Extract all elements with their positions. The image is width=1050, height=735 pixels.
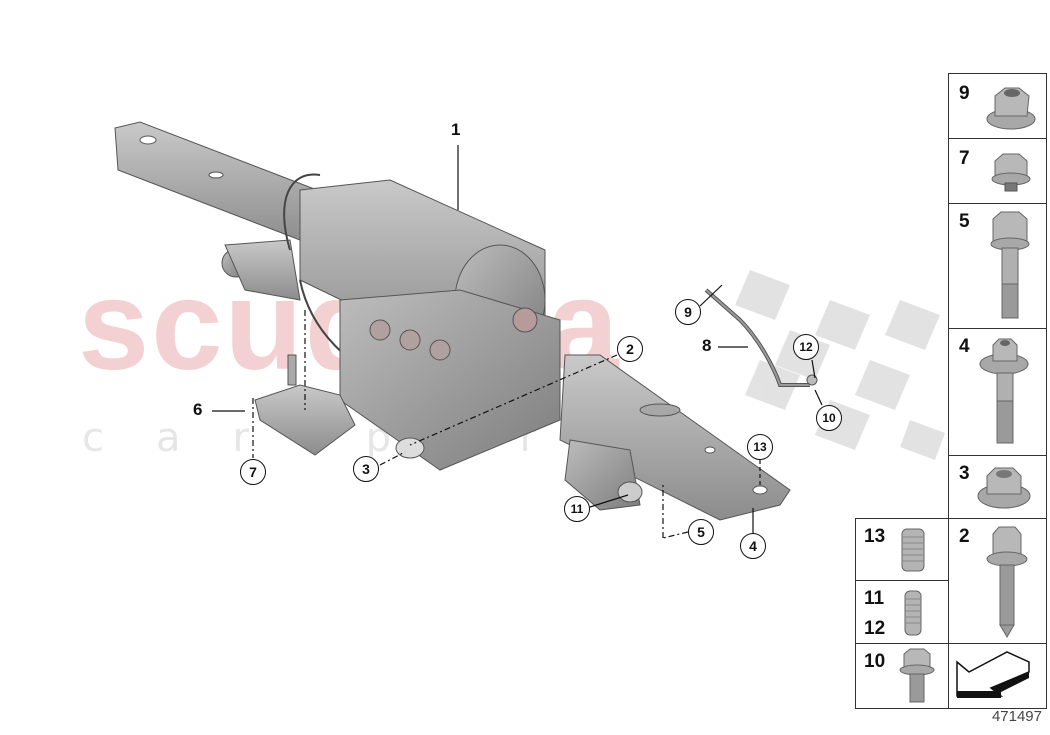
legend-item-4: 4 — [948, 328, 1047, 456]
legend-item-7: 7 — [948, 138, 1047, 204]
callout-5: 5 — [688, 519, 714, 545]
legend-item-arrow — [948, 643, 1047, 709]
ground-cable — [704, 288, 818, 387]
callout-12: 12 — [793, 334, 819, 360]
legend-number: 5 — [959, 211, 970, 232]
legend-item-9: 9 — [948, 73, 1047, 139]
legend-item-3: 3 — [948, 455, 1047, 519]
flange-nut-icon — [986, 87, 1036, 130]
hex-bolt-with-washer-icon — [979, 338, 1029, 444]
legend-number: 9 — [959, 83, 970, 104]
heat-shield-bracket — [254, 354, 356, 456]
callout-1: 1 — [451, 120, 461, 139]
gearbox-housing — [339, 289, 561, 471]
callout-10: 10 — [816, 405, 842, 431]
callout-11: 11 — [564, 496, 590, 522]
flange-nut-with-washer-icon — [977, 467, 1031, 509]
short-hex-bolt-icon — [899, 648, 935, 703]
legend-item-13: 13 — [855, 518, 949, 581]
long-hex-bolt-icon — [990, 211, 1030, 319]
callout-6: 6 — [193, 400, 203, 419]
legend-number-12: 12 — [864, 618, 886, 639]
callout-4: 4 — [740, 533, 766, 559]
legend-number: 4 — [959, 336, 970, 357]
small-threaded-insert-icon — [904, 590, 922, 636]
legend-number: 3 — [959, 463, 970, 484]
arrow-down-left-icon — [956, 651, 1030, 698]
callout-7: 7 — [240, 459, 266, 485]
legend-item-2: 2 — [948, 518, 1047, 644]
steering-rack-right-arm — [559, 354, 791, 521]
threaded-insert-icon — [901, 528, 925, 572]
callout-8: 8 — [702, 336, 712, 355]
self-tapping-bolt-icon — [986, 526, 1028, 638]
legend-number: 13 — [864, 526, 886, 547]
legend-number: 7 — [959, 148, 970, 169]
callout-9: 9 — [675, 299, 701, 325]
legend-number: 10 — [864, 651, 886, 672]
legend-number-11: 11 — [864, 588, 885, 609]
legend-number: 2 — [959, 526, 970, 547]
legend-item-11-12: 11 12 — [855, 580, 949, 644]
callout-3: 3 — [353, 456, 379, 482]
checkered-flag-watermark — [735, 270, 945, 460]
leader-lines — [212, 145, 823, 539]
diagram-reference-number: 471497 — [991, 708, 1042, 725]
short-hex-bolt-icon — [991, 153, 1031, 192]
steering-rack-left-arm — [114, 121, 336, 301]
legend-item-10: 10 — [855, 643, 949, 709]
callout-2: 2 — [617, 336, 643, 362]
callout-13: 13 — [747, 434, 773, 460]
legend-item-5: 5 — [948, 203, 1047, 329]
